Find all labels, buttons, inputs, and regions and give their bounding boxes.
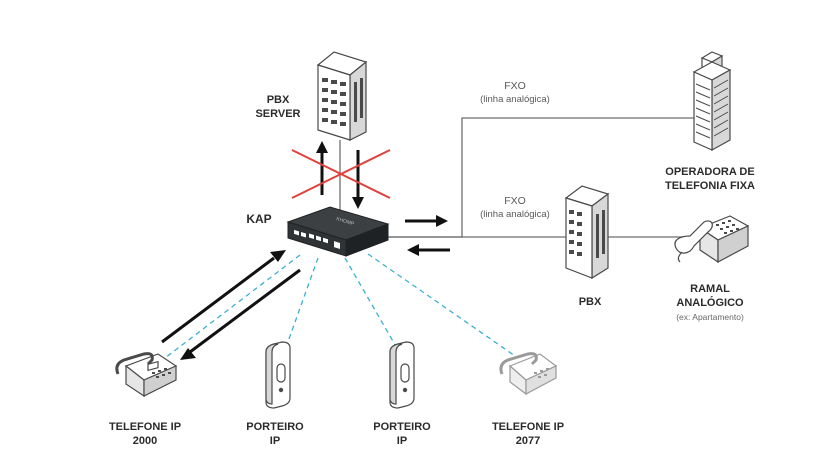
telefone-2077-label-line2: 2077 [515, 435, 541, 447]
pbx-cabinet-icon [564, 185, 610, 280]
arrow-to-kap-head-icon [270, 250, 286, 262]
porteiro-1-label: PORTEIRO IP [235, 420, 315, 448]
left-arrow-head-icon [407, 244, 419, 256]
telefone-2000-label-line1: TELEFONE IP [108, 421, 182, 433]
ramal-label-line2: ANALÓGICO [676, 297, 744, 309]
ramal-label: RAMAL ANALÓGICO [660, 282, 760, 310]
operadora-label-line2: TELEFONIA FIXA [664, 180, 756, 192]
fxo-bottom-label-line2: (linha analógica) [480, 209, 550, 220]
telefone-2077-label-line1: TELEFONE IP [491, 421, 565, 433]
porteiro-2-label: PORTEIRO IP [362, 420, 442, 448]
dashed-link-porteiro-1 [284, 257, 319, 351]
porteiro-2-label-line1: PORTEIRO [373, 421, 431, 433]
kap-label: KAP [246, 212, 272, 226]
fxo-bottom-label-line1: FXO [504, 195, 526, 207]
fxo-top-label-line1: FXO [504, 80, 526, 92]
server-building-icon [316, 51, 368, 141]
gateway-router-icon: KHOMP [286, 206, 390, 257]
fxo-arrows [405, 215, 450, 256]
arrow-to-phone-head-icon [180, 348, 196, 360]
porteiro-1-label-line1: PORTEIRO [246, 421, 304, 433]
ramal-label-line1: RAMAL [690, 283, 730, 295]
dashed-link-telefone-2000 [164, 254, 301, 359]
operadora-label: OPERADORA DE TELEFONIA FIXA [650, 165, 770, 193]
ip-phone-arrows [161, 250, 301, 360]
ip-phone-icon [499, 352, 558, 396]
porteiro-1-label-line2: IP [269, 435, 281, 447]
dashed-links [164, 253, 519, 359]
telefone-2077-label: TELEFONE IP 2077 [478, 420, 578, 448]
ip-phone-icon [115, 352, 178, 398]
dashed-link-telefone-2077 [367, 253, 519, 359]
office-tower-icon [692, 51, 732, 152]
analog-desk-phone-icon [674, 215, 750, 264]
dashed-link-porteiro-2 [344, 257, 399, 351]
telefone-2000-label: TELEFONE IP 2000 [95, 420, 195, 448]
fxo-top-label-line2: (linha analógica) [480, 94, 550, 105]
pbx-server-label-line1: PBX [266, 94, 290, 106]
door-intercom-icon [389, 341, 415, 409]
up-arrow-head-icon [316, 141, 328, 153]
device-brand-label: KHOMP [335, 216, 355, 227]
pbx-server-label: PBX SERVER [248, 93, 308, 121]
operadora-label-line1: OPERADORA DE [665, 166, 755, 178]
pbx-label: PBX [578, 296, 602, 308]
down-arrow-head-icon [352, 197, 364, 209]
wired-links [339, 117, 700, 238]
pbx-server-label-line2: SERVER [255, 108, 301, 120]
ramal-note: (ex: Apartamento) [676, 312, 744, 322]
fxo-bottom-label: FXO (linha analógica) [470, 195, 560, 221]
telefone-2000-label-line2: 2000 [132, 435, 158, 447]
fxo-top-label: FXO (linha analógica) [470, 80, 560, 106]
door-intercom-icon [265, 341, 291, 409]
cross-icon-stroke-2 [291, 149, 391, 199]
porteiro-2-label-line2: IP [396, 435, 408, 447]
blocked-uplink-arrows [291, 141, 391, 209]
right-arrow-head-icon [436, 215, 448, 227]
